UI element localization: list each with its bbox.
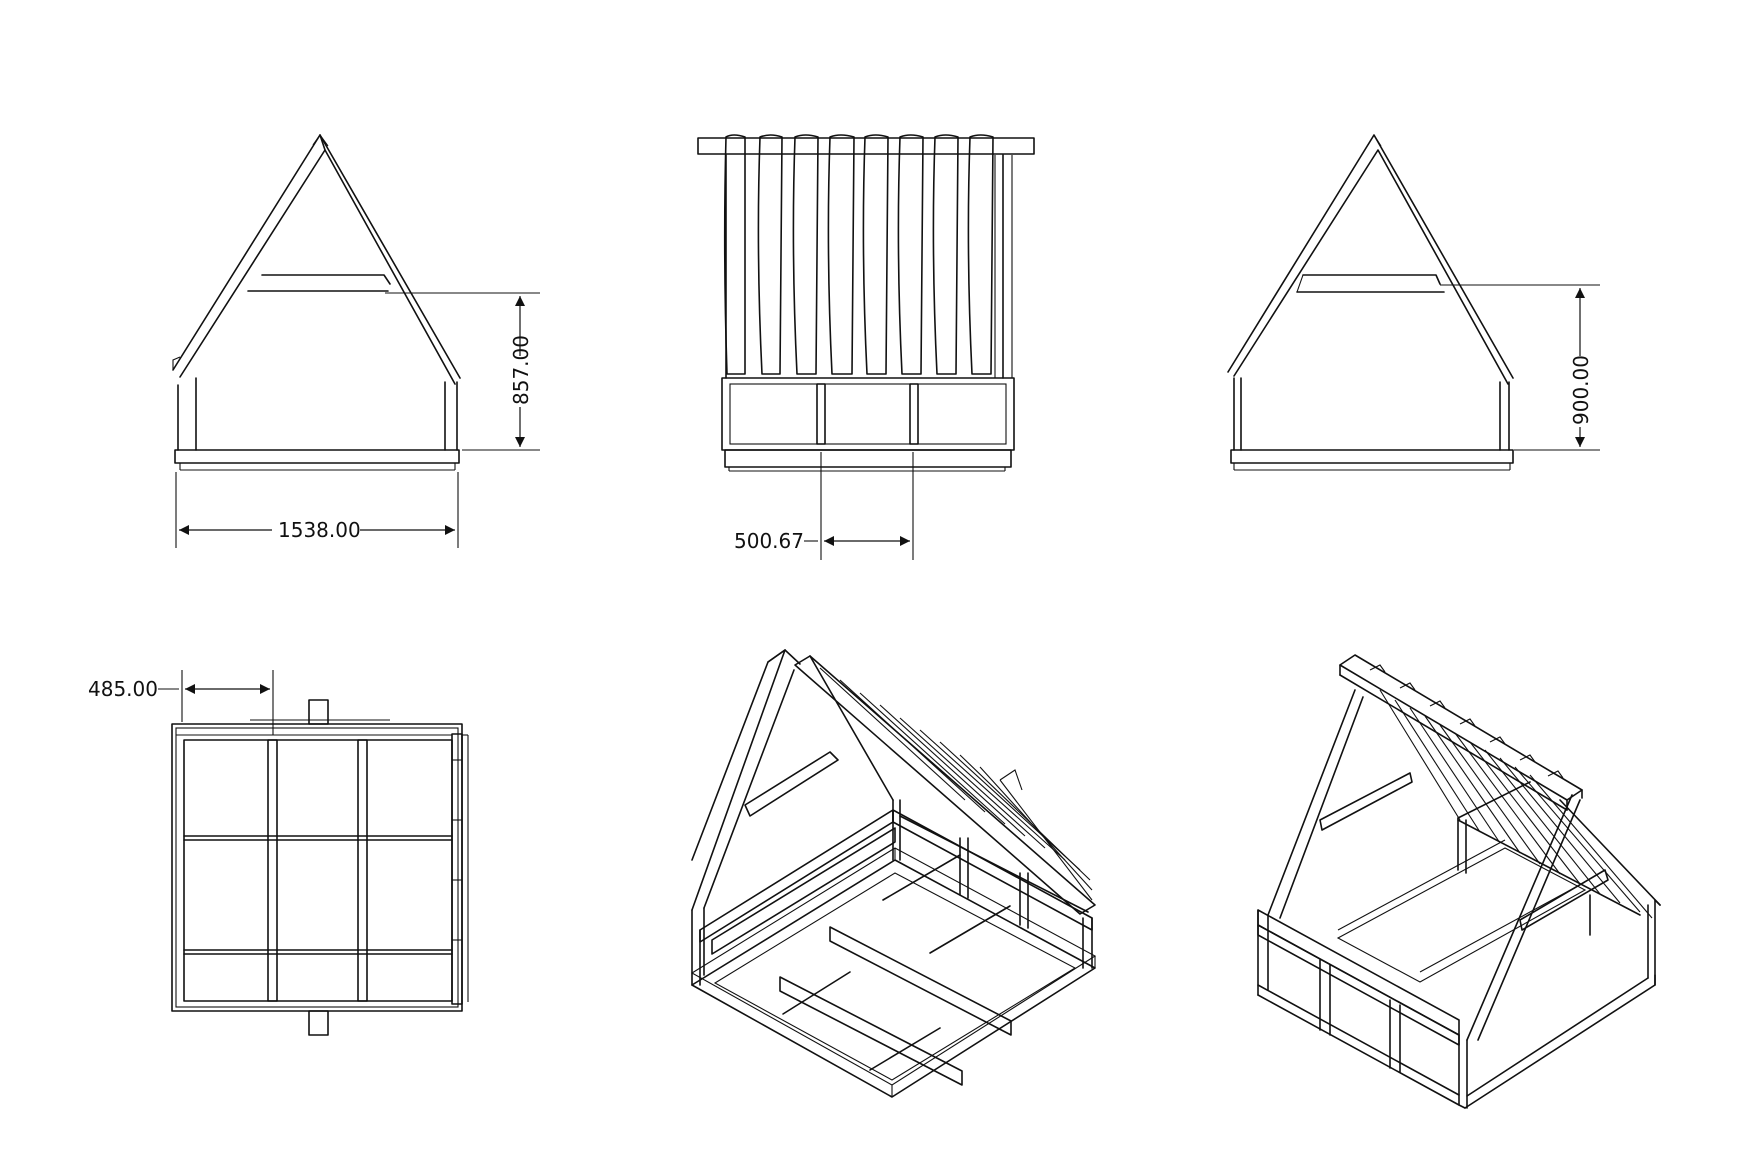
front-roof-outline (172, 134, 461, 379)
dim-front-width: 1538.00 (278, 518, 361, 542)
iso1-roof-slats (819, 667, 1093, 901)
rear-roof-inner (1233, 149, 1509, 385)
iso2-ridge (1339, 654, 1583, 801)
rear-roof-outline (1227, 134, 1514, 379)
plan-outer-frame (171, 723, 463, 1012)
roof-slats (723, 134, 994, 375)
dim-plan-bay-width: 485.00 (88, 677, 158, 701)
dim-side-slat-spacing: 500.67 (734, 529, 804, 553)
isometric-underside-view (690, 649, 1097, 1098)
front-base-beam (174, 449, 460, 464)
iso1-base (691, 859, 1096, 1098)
rear-base-beam (1230, 449, 1514, 464)
rear-elevation-view: 900.00 (1227, 133, 1600, 471)
iso2-front-beam (1257, 909, 1460, 1036)
side-lower-frame (721, 377, 1015, 451)
isometric-top-view (1257, 654, 1661, 1109)
iso2-ridge-caps (1369, 664, 1564, 779)
dim-front-height: 857.00 (509, 335, 533, 405)
plan-view: 485.00 (88, 670, 469, 1036)
side-ridge-board (697, 137, 1035, 155)
dim-rear-height: 900.00 (1569, 355, 1593, 425)
side-elevation-view: 500.67 (697, 134, 1035, 560)
iso2-roof-slats (1379, 689, 1653, 919)
front-elevation-view: 857.00 1538.00 (172, 134, 540, 548)
front-roof-inner (179, 149, 456, 385)
